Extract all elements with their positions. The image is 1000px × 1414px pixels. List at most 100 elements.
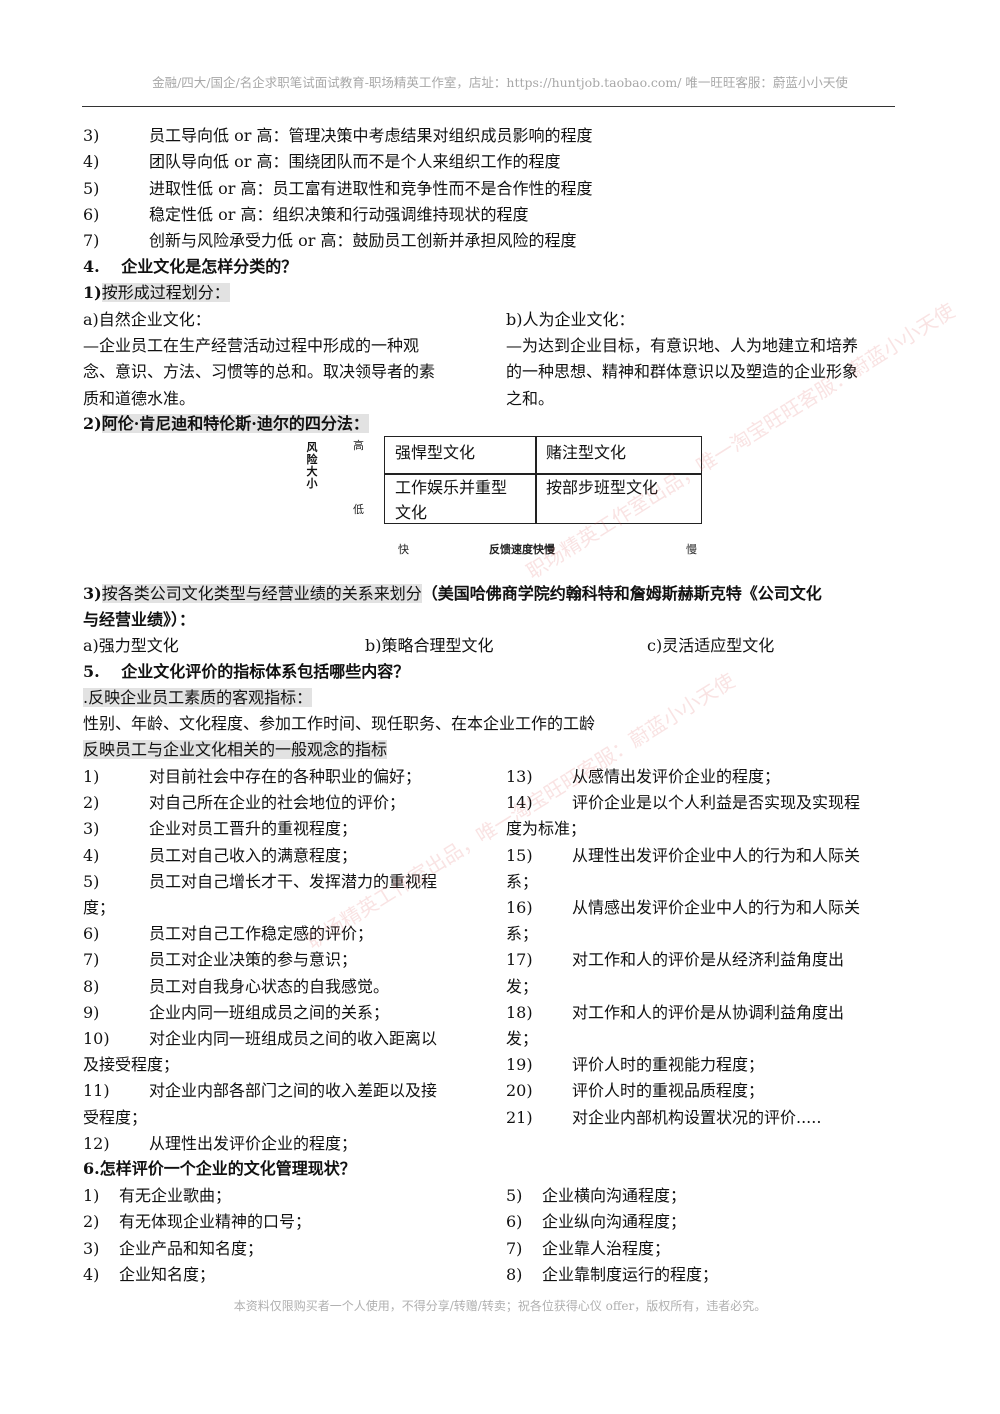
q5-title: 5. 企业文化评价的指标体系包括哪些内容？	[83, 662, 410, 681]
indicator-text-cont: 发；	[506, 1029, 539, 1048]
q6-num: 2)	[83, 1212, 100, 1232]
indicator-num: 13)	[506, 767, 533, 786]
culture-matrix: 强悍型文化 赌注型文化 工作娱乐并重型 文化 按部步班型文化	[384, 436, 702, 524]
indicator-text: 员工对自己增长才干、发挥潜力的重视程	[149, 871, 438, 891]
indicator-num: 4)	[83, 845, 100, 865]
indicator-text: 对企业内部机构设置状况的评价.....	[572, 1107, 822, 1127]
artificial-culture-desc-line: 之和。	[506, 388, 555, 408]
indicator-text: 企业内同一班组成员之间的关系；	[149, 1002, 390, 1022]
indicator-text: 员工对企业决策的参与意识；	[149, 950, 358, 970]
q4-s3-num: 3)	[83, 584, 102, 603]
q4-s2-head-text: 阿伦·肯尼迪和特伦斯·迪尔的四分法：	[101, 414, 369, 433]
indicator-num: 21)	[506, 1107, 533, 1127]
indicator-text: 员工对自我身心状态的自我感觉。	[149, 976, 390, 996]
indicator-text-cont: 度为标准；	[506, 819, 587, 839]
q5-objective-head-text: .反映企业员工素质的客观指标：	[83, 688, 313, 707]
q6-num: 3)	[83, 1238, 100, 1258]
dimension-num: 6)	[83, 204, 100, 224]
q6-text: 企业靠人治程度；	[542, 1238, 671, 1258]
cell-bet-company: 赌注型文化	[546, 443, 627, 462]
indicator-text: 对目前社会中存在的各种职业的偏好；	[149, 767, 422, 786]
indicator-num: 11)	[83, 1081, 110, 1101]
indicator-num: 2)	[83, 793, 100, 813]
q4-s3-head-cont: 与经营业绩》）：	[83, 610, 196, 629]
indicator-num: 7)	[83, 950, 100, 970]
culture-type-strong: a)强力型文化	[83, 636, 179, 655]
cell-tough-guy: 强悍型文化	[395, 443, 476, 462]
q5-objective-head: .反映企业员工素质的客观指标：	[83, 685, 313, 711]
indicator-text-cont: 及接受程度；	[83, 1055, 180, 1075]
indicator-text: 对企业内部各部门之间的收入差距以及接	[149, 1081, 438, 1101]
risk-axis-label: 风险大小	[306, 441, 318, 490]
dimension-text: 员工导向低 or 高：管理决策中考虑结果对组织成员影响的程度	[149, 126, 593, 145]
page-header: 金融/四大/国企/名企求职笔试面试教育-职场精英工作室，店址：https://h…	[152, 75, 848, 90]
matrix-horizontal-divider	[385, 473, 701, 475]
page-footer: 本资料仅限购买者一个人使用，不得分享/转赠/转卖；祝各位获得心仪 offer，版…	[233, 1299, 767, 1313]
q4-s1-b-title: b)人为企业文化：	[506, 310, 635, 329]
q4-s1-head-text: 按形成过程划分：	[101, 283, 230, 302]
q6-num: 1)	[83, 1186, 100, 1205]
indicator-text: 从理性出发评价企业中人的行为和人际关	[572, 845, 861, 865]
dimension-num: 3)	[83, 126, 100, 145]
indicator-text: 评价企业是以个人利益是否实现及实现程	[572, 793, 861, 813]
dimension-text: 创新与风险承受力低 or 高：鼓励员工创新并承担风险的程度	[149, 231, 577, 251]
indicator-num: 19)	[506, 1055, 533, 1075]
q6-text: 企业纵向沟通程度；	[542, 1212, 687, 1232]
indicator-text: 对工作和人的评价是从协调利益角度出	[572, 1002, 845, 1022]
q6-num: 5)	[506, 1186, 523, 1205]
dimension-text: 进取性低 or 高：员工富有进取性和竞争性而不是合作性的程度	[149, 178, 593, 198]
q6-text: 有无企业歌曲；	[119, 1186, 232, 1205]
q6-text: 有无体现企业精神的口号；	[119, 1212, 312, 1232]
indicator-num: 1)	[83, 767, 100, 786]
indicator-num: 20)	[506, 1081, 533, 1101]
q6-text: 企业横向沟通程度；	[542, 1186, 687, 1205]
q4-s2-num: 2)	[83, 414, 102, 433]
indicator-num: 3)	[83, 819, 100, 839]
header-divider	[82, 106, 895, 107]
q6-text: 企业知名度；	[119, 1264, 216, 1284]
indicator-text: 对企业内同一班组成员之间的收入距离以	[149, 1029, 438, 1048]
indicator-text: 员工对自己工作稳定感的评价；	[149, 924, 374, 944]
indicator-num: 18)	[506, 1002, 533, 1022]
artificial-culture-desc-line: —为达到企业目标，有意识地、人为地建立和培养	[506, 336, 859, 355]
indicator-text-cont: 受程度；	[83, 1107, 148, 1127]
indicator-num: 5)	[83, 871, 100, 891]
indicator-text: 员工对自己收入的满意程度；	[149, 845, 358, 865]
q4-s3-head-source: （美国哈佛商学院约翰科特和詹姆斯赫斯克特《公司文化	[421, 584, 822, 603]
indicator-num: 6)	[83, 924, 100, 944]
indicator-text: 对自己所在企业的社会地位的评价；	[149, 793, 406, 813]
indicator-text: 评价人时的重视品质程度；	[572, 1081, 765, 1101]
cell-process: 按部步班型文化	[546, 478, 659, 497]
indicator-text-cont: 系；	[506, 871, 539, 891]
q4-s1-a-title: a)自然企业文化：	[83, 310, 211, 329]
indicator-text-cont: 系；	[506, 924, 539, 944]
q6-num: 8)	[506, 1264, 523, 1284]
q4-s2-head: 2)阿伦·肯尼迪和特伦斯·迪尔的四分法：	[83, 411, 369, 437]
q6-text: 企业靠制度运行的程度；	[542, 1264, 719, 1284]
indicator-num: 9)	[83, 1002, 100, 1022]
indicator-num: 12)	[83, 1133, 110, 1153]
culture-type-adaptive: c)灵活适应型文化	[647, 636, 775, 655]
q6-text: 企业产品和知名度；	[119, 1238, 264, 1258]
feedback-axis-label: 反馈速度快慢	[489, 543, 555, 556]
culture-type-strategic: b)策略合理型文化	[365, 636, 494, 655]
indicator-text-cont: 发；	[506, 976, 539, 996]
indicator-num: 8)	[83, 976, 100, 996]
q5-general-head: 反映员工与企业文化相关的一般观念的指标	[83, 737, 388, 763]
indicator-text: 从情感出发评价企业中人的行为和人际关	[572, 898, 861, 917]
indicator-num: 14)	[506, 793, 533, 813]
cell-work-hard-play-hard-1: 工作娱乐并重型	[395, 478, 508, 497]
natural-culture-desc-line: —企业员工在生产经营活动过程中形成的一种观	[83, 336, 420, 355]
dimension-num: 4)	[83, 152, 100, 172]
feedback-slow-label: 慢	[686, 543, 697, 556]
indicator-text: 企业对员工晋升的重视程度；	[149, 819, 358, 839]
q4-s3-head-text: 按各类公司文化类型与经营业绩的关系来划分	[101, 584, 422, 603]
q5-general-head-text: 反映员工与企业文化相关的一般观念的指标	[83, 740, 388, 759]
natural-culture-desc-line: 念、意识、方法、习惯等的总和。取决领导者的素	[83, 362, 436, 382]
indicator-num: 17)	[506, 950, 533, 970]
q4-s1-num: 1)	[83, 283, 102, 302]
q6-num: 4)	[83, 1264, 100, 1284]
indicator-text-cont: 度；	[83, 898, 116, 917]
indicator-text: 评价人时的重视能力程度；	[572, 1055, 765, 1075]
risk-low-label: 低	[353, 503, 364, 516]
